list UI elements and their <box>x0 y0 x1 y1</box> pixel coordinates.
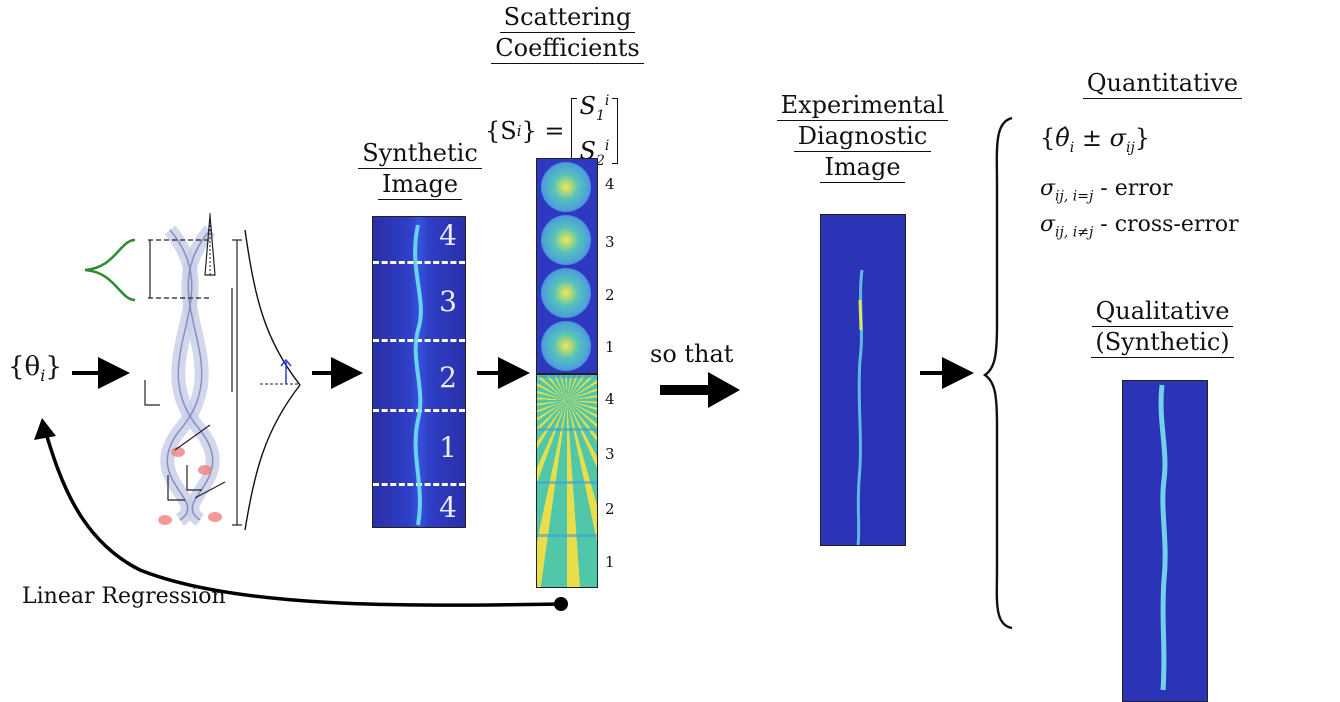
input-params-label: {θi} <box>8 352 62 386</box>
synthetic-title: Synthetic Image <box>345 138 495 200</box>
coef-top-label: 4 <box>605 175 615 193</box>
quantitative-formula: {θ̂i ± σij} <box>1040 124 1151 156</box>
filament-model-schematic <box>84 212 301 531</box>
scattering-coefficients-top <box>536 158 598 374</box>
results-curly-brace <box>982 116 1013 630</box>
qualitative-filament <box>1158 384 1168 691</box>
coef-top-label: 3 <box>605 233 615 251</box>
experimental-title: Experimental Diagnostic Image <box>760 90 965 183</box>
error-description: σij, i=j - error <box>1040 176 1173 205</box>
synthetic-filament <box>413 224 423 526</box>
coef-top-label: 2 <box>605 286 615 304</box>
arrow-so-that-head <box>708 372 740 408</box>
cross-error-description: σij, i≠j - cross-error <box>1040 212 1239 241</box>
scattering-coefficients-bottom <box>536 374 598 588</box>
coef-top-label: 1 <box>605 338 615 356</box>
coef-bottom-label: 1 <box>605 553 615 571</box>
regression-start-dot <box>554 597 568 611</box>
coef-bottom-label: 4 <box>605 390 615 408</box>
quantitative-title: Quantitative <box>1070 68 1255 99</box>
scattering-title: Scattering Coefficients <box>480 2 655 64</box>
qualitative-title: Qualitative (Synthetic) <box>1075 296 1250 358</box>
regression-feedback-arrow <box>43 429 562 607</box>
coef-bottom-label: 3 <box>605 445 615 463</box>
coef-bottom-label: 2 <box>605 500 615 518</box>
so-that-label: so that <box>650 340 734 368</box>
linear-regression-label: Linear Regression <box>22 584 226 609</box>
